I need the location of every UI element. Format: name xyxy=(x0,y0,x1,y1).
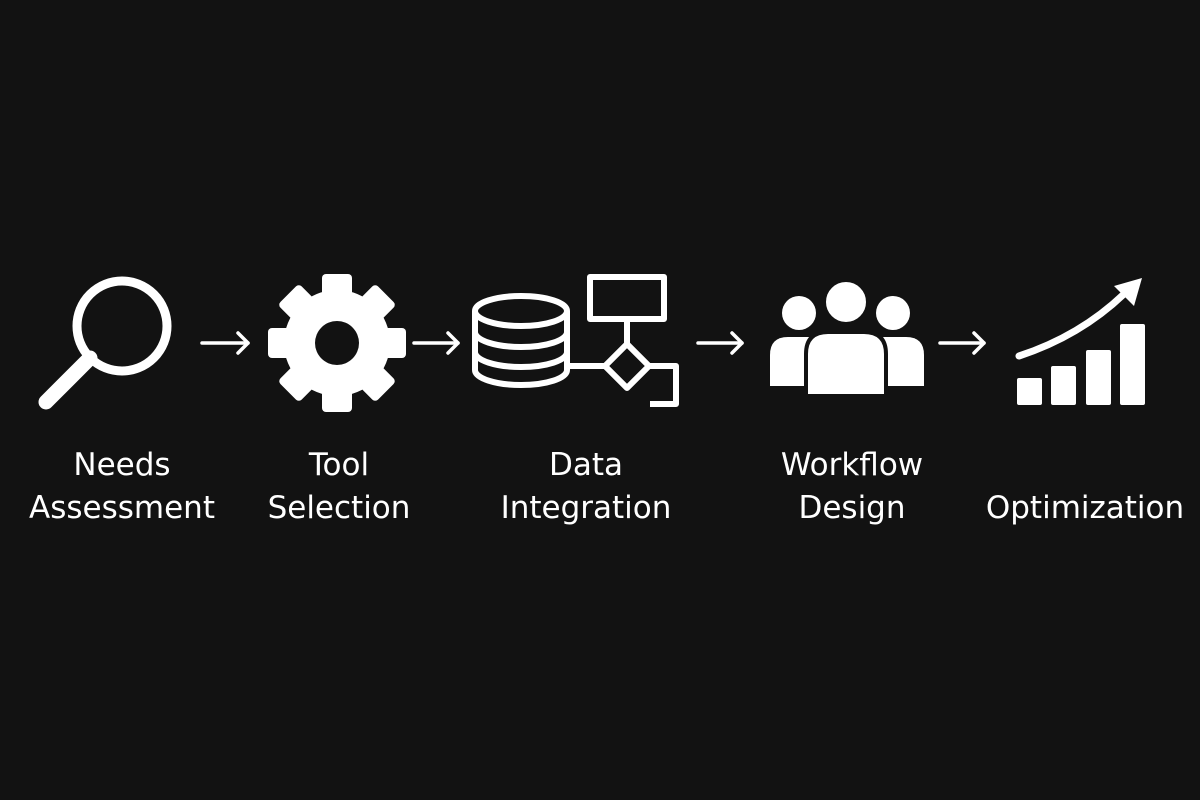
arrow-right-icon xyxy=(938,331,986,355)
gear-icon xyxy=(268,274,406,412)
step-label-line: Needs xyxy=(73,447,171,483)
database-flowchart-icon xyxy=(472,274,679,407)
step-label-line: Design xyxy=(798,490,906,526)
step-label-line: Assessment xyxy=(29,490,215,526)
step-label-tool-selection: Tool Selection xyxy=(250,444,428,530)
step-label-line: Workflow xyxy=(780,447,924,483)
database-icon xyxy=(472,293,570,388)
arrow-right-icon xyxy=(412,331,460,355)
growth-chart-icon xyxy=(1015,278,1145,405)
step-label-line: Optimization xyxy=(985,490,1185,526)
step-label-line: Data xyxy=(548,447,624,483)
arrow-right-icon xyxy=(200,331,250,355)
step-label-optimization: Optimization xyxy=(974,487,1196,530)
arrow-right-icon xyxy=(696,331,744,355)
step-label-line: Integration xyxy=(500,490,672,526)
people-group-icon xyxy=(770,278,924,398)
step-label-line: Selection xyxy=(267,490,411,526)
step-label-workflow-design: Workflow Design xyxy=(760,444,944,530)
flowchart-icon xyxy=(567,274,679,407)
step-label-data-integration: Data Integration xyxy=(488,444,684,530)
step-label-line: Tool xyxy=(308,447,370,483)
step-label-needs-assessment: Needs Assessment xyxy=(20,444,224,530)
magnifying-glass-icon xyxy=(38,276,172,410)
